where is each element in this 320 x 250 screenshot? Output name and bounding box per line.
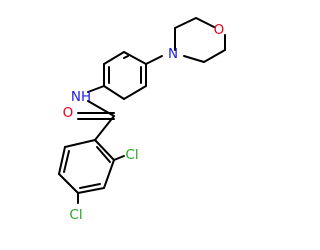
phenylene-ring — [103, 51, 147, 100]
atom-label-morpholine-nitrogen: N — [168, 46, 178, 62]
ring-bond — [94, 139, 115, 161]
bond-n-phenyl — [87, 85, 105, 93]
ring-bond — [64, 139, 96, 148]
ring-bond — [195, 17, 215, 28]
ring-bond — [58, 173, 79, 194]
bond-ring-cl-2 — [113, 155, 125, 161]
atom-labels: O NH N O Cl Cl — [63, 22, 225, 223]
ring-bond — [58, 146, 66, 175]
atom-label-chlorine-2: Cl — [125, 147, 138, 163]
bond-carbonyl-c-n — [87, 100, 115, 117]
dichlorophenyl-ring — [58, 139, 115, 194]
atom-label-chlorine-4: Cl — [69, 207, 82, 223]
ring-bond — [174, 17, 197, 29]
atom-label-amide-oxygen: O — [63, 105, 74, 121]
ring-bond — [203, 49, 226, 63]
ring-double-bond — [63, 150, 70, 173]
ring-bond — [123, 51, 147, 65]
ring-bond — [103, 85, 125, 100]
bond-phenyl-morpholine-n — [145, 55, 163, 65]
ring-double-bond — [123, 55, 129, 59]
ring-bond — [77, 187, 105, 194]
ring-bond — [103, 159, 115, 189]
bond-carbonyl-ring — [94, 115, 115, 141]
atom-label-amide-nh: NH — [71, 89, 91, 105]
atom-label-morpholine-oxygen: O — [214, 22, 225, 38]
ring-double-bond — [79, 183, 101, 189]
ring-bond — [103, 51, 125, 65]
ring-bond — [123, 85, 147, 100]
bonds — [58, 17, 226, 204]
chemical-structure-diagram: O NH N O Cl Cl — [58, 17, 226, 223]
ring-bond — [183, 55, 205, 63]
morpholine-ring — [174, 17, 226, 63]
ring-double-bond — [96, 146, 111, 163]
